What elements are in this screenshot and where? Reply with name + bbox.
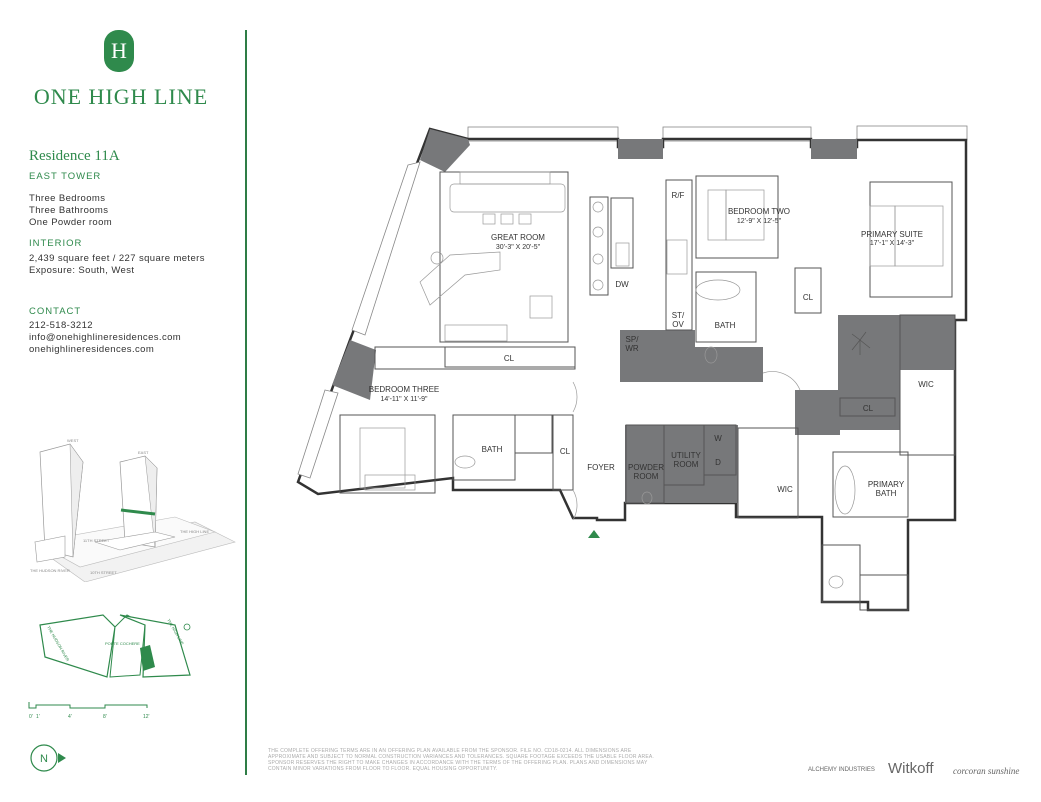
closet-hall: CL — [560, 447, 571, 456]
key-label-hudson: THE HUDSON RIVER — [30, 568, 70, 573]
room-great-room-dims: 30'-3" X 20'-5" — [496, 244, 541, 251]
room-bedroom-three-dims: 14'-11" X 11'-9" — [380, 396, 428, 403]
legal-disclaimer: THE COMPLETE OFFERING TERMS ARE IN AN OF… — [268, 748, 654, 772]
label-stove-1: ST/ — [672, 311, 685, 320]
partner-alchemy: ALCHEMY INDUSTRIES — [808, 767, 875, 773]
interior-walls — [339, 171, 956, 611]
closet-bedroom-three: CL — [504, 354, 515, 363]
interior-heading: INTERIOR — [29, 238, 83, 249]
scale-tick-8: 8' — [103, 714, 107, 720]
info-sidebar: H ONE HIGH LINE Residence 11A EAST TOWER… — [0, 0, 246, 802]
label-stove-2: OV — [672, 320, 684, 329]
feature-powder-room: One Powder room — [29, 217, 113, 228]
room-wic-center: WIC — [777, 485, 793, 494]
structural-columns — [332, 129, 955, 503]
brand-name: ONE HIGH LINE — [33, 84, 209, 109]
contact-website[interactable]: onehighlineresidences.com — [29, 344, 155, 355]
label-refrigerator: R/F — [672, 191, 685, 200]
label-washer: W — [714, 434, 722, 443]
sidebar-divider — [245, 30, 247, 775]
feature-bathrooms: Three Bathrooms — [29, 205, 109, 216]
interior-exposure: Exposure: South, West — [29, 265, 135, 276]
entry-marker-icon — [588, 530, 600, 538]
label-dryer: D — [715, 458, 721, 467]
compass-label: N — [40, 753, 48, 765]
partner-corcoran: corcoran sunshine — [953, 766, 1020, 776]
partner-witkoff: Witkoff — [888, 760, 934, 777]
contact-phone[interactable]: 212-518-3212 — [29, 320, 93, 331]
room-foyer: FOYER — [587, 463, 615, 472]
site-label-porte-cochere: PORTE COCHERE — [105, 641, 140, 646]
interior-area: 2,439 square feet / 227 square meters — [29, 253, 205, 264]
exterior-wall — [296, 127, 968, 612]
feature-bedrooms: Three Bedrooms — [29, 193, 106, 204]
door-swings — [572, 371, 801, 521]
room-bedroom-two-dims: 12'-9" X 12'-5" — [737, 218, 782, 225]
room-primary-suite-name: PRIMARY SUITE — [861, 230, 923, 239]
plant-icon — [851, 331, 871, 355]
room-primary-bath-2: BATH — [876, 489, 897, 498]
scale-tick-0: 0' — [29, 714, 33, 720]
key-label-east: EAST — [138, 450, 149, 455]
site-map: THE HUDSON RIVER PORTE COCHERE THE HIGH … — [39, 614, 191, 678]
room-utility-1: UTILITY — [671, 451, 701, 460]
windows-diagonal — [297, 161, 421, 479]
label-dishwasher: DW — [615, 280, 629, 289]
label-spwr-2: WR — [625, 344, 639, 353]
closet-bedroom-two: CL — [803, 293, 814, 302]
contact-heading: CONTACT — [29, 306, 82, 317]
room-great-room-name: GREAT ROOM — [491, 233, 545, 242]
room-wic-primary: WIC — [918, 380, 934, 389]
room-bedroom-three-name: BEDROOM THREE — [369, 385, 440, 394]
closet-primary: CL — [863, 404, 874, 413]
tower-name: EAST TOWER — [29, 171, 102, 182]
label-spwr-1: SP/ — [626, 335, 640, 344]
scale-bar: 0' 1' 4' 8' 12' — [28, 702, 150, 720]
brand-logo: H — [104, 30, 134, 72]
scale-tick-4: 4' — [68, 714, 72, 720]
scale-tick-12: 12' — [143, 714, 150, 720]
north-compass-icon: N — [30, 744, 66, 772]
room-powder-2: ROOM — [634, 472, 659, 481]
key-label-high-line: THE HIGH LINE — [180, 529, 209, 534]
room-primary-bath-1: PRIMARY — [868, 480, 905, 489]
scale-tick-1: 1' — [36, 714, 40, 720]
room-bath-three: BATH — [482, 445, 503, 454]
key-label-west: WEST — [67, 438, 79, 443]
room-powder-1: POWDER — [628, 463, 664, 472]
room-bath-two: BATH — [715, 321, 736, 330]
key-label-10th: 10TH STREET — [90, 570, 117, 575]
key-label-11th: 11TH STREET — [83, 538, 110, 543]
room-primary-suite-dims: 17'-1" X 14'-3" — [870, 240, 915, 247]
residence-title: Residence 11A — [29, 148, 120, 164]
windows-top — [467, 125, 968, 142]
building-key-diagram: WEST EAST THE HIGH LINE THE HUDSON RIVER… — [30, 438, 236, 582]
room-bedroom-two-name: BEDROOM TWO — [728, 207, 790, 216]
site-map-compass-icon — [183, 623, 191, 631]
contact-email[interactable]: info@onehighlineresidences.com — [29, 332, 182, 343]
furniture — [359, 171, 944, 589]
room-utility-2: ROOM — [674, 460, 699, 469]
